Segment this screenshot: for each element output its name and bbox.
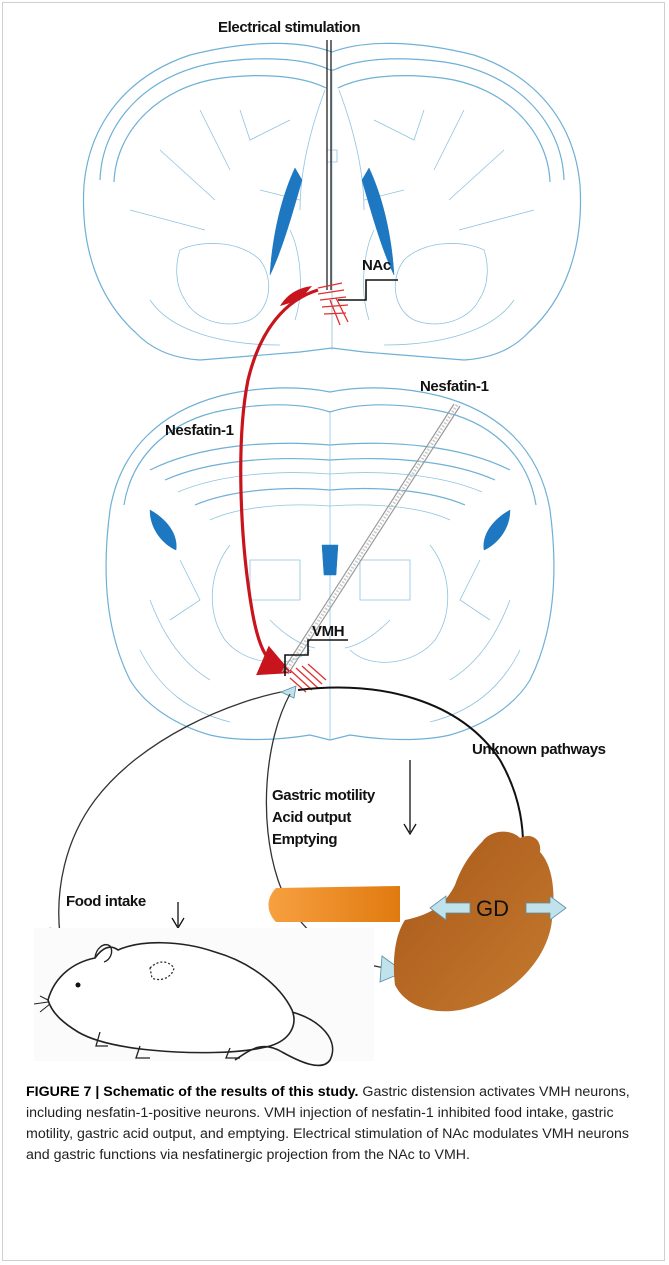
food-intake-label: Food intake — [66, 893, 146, 910]
projection-origin — [280, 286, 312, 306]
electrical-stimulation-label: Electrical stimulation — [218, 19, 360, 36]
gastric-motility-label: Gastric motility — [272, 787, 376, 804]
nesfatin-label-right: Nesfatin-1 — [420, 378, 489, 395]
stomach — [394, 832, 554, 1012]
figure-title: Schematic of the results of this study. — [103, 1084, 358, 1100]
injection-cannula — [282, 404, 460, 674]
nesfatin-label-left: Nesfatin-1 — [165, 422, 234, 439]
nac-label: NAc — [362, 257, 391, 274]
vmh-label: VMH — [312, 623, 344, 640]
coronal-brain-section-nac — [83, 43, 580, 360]
vmh-pointer — [285, 640, 348, 676]
acid-output-label: Acid output — [272, 809, 351, 826]
schematic-diagram: Electrical stimulation NAc Nesfatin-1 Ne… — [0, 0, 669, 1070]
gastric-decrease-arrow-icon — [404, 760, 416, 834]
gd-label: GD — [476, 896, 509, 921]
esophagus — [269, 886, 401, 922]
nac-pointer — [338, 280, 398, 300]
stimulation-electrode — [327, 40, 331, 290]
nac-stimulation-site — [318, 283, 348, 325]
figure-caption: FIGURE 7 | Schematic of the results of t… — [26, 1082, 648, 1166]
mouse — [34, 928, 374, 1065]
emptying-label: Emptying — [272, 831, 337, 848]
unknown-pathways-label: Unknown pathways — [472, 741, 606, 758]
food-intake-decrease-arrow-icon — [172, 902, 184, 928]
figure-number: FIGURE 7 | — [26, 1084, 99, 1100]
nac-to-vmh-projection-arrow — [241, 290, 318, 668]
